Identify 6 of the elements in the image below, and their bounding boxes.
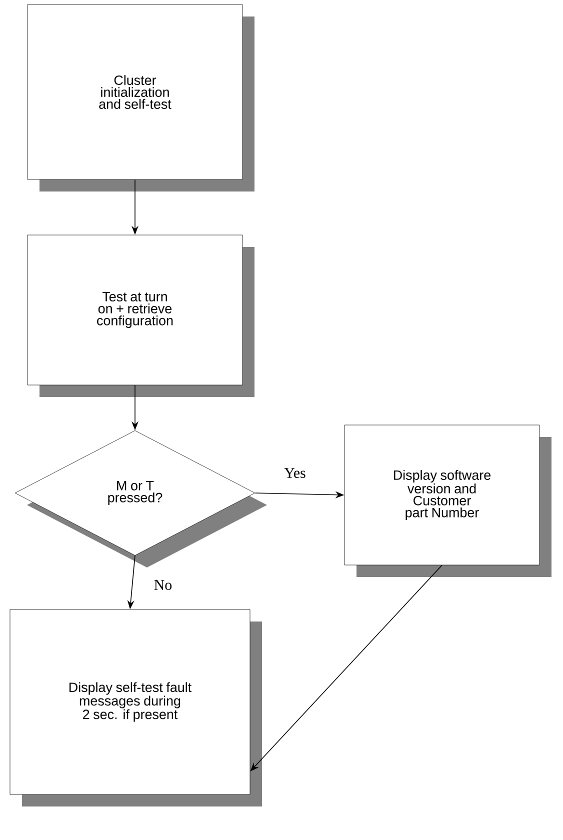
process-box: Display self-test fault messages during 2 sec. if present (10, 609, 262, 806)
process-box: Cluster initialization and self-test (27, 4, 254, 192)
edge-label: Yes (283, 467, 307, 479)
process-box: Display software version and Customer part Number (344, 424, 552, 577)
process-box: Test at turn on + retrieve configuration (27, 234, 254, 397)
edge-label: No (152, 579, 174, 591)
